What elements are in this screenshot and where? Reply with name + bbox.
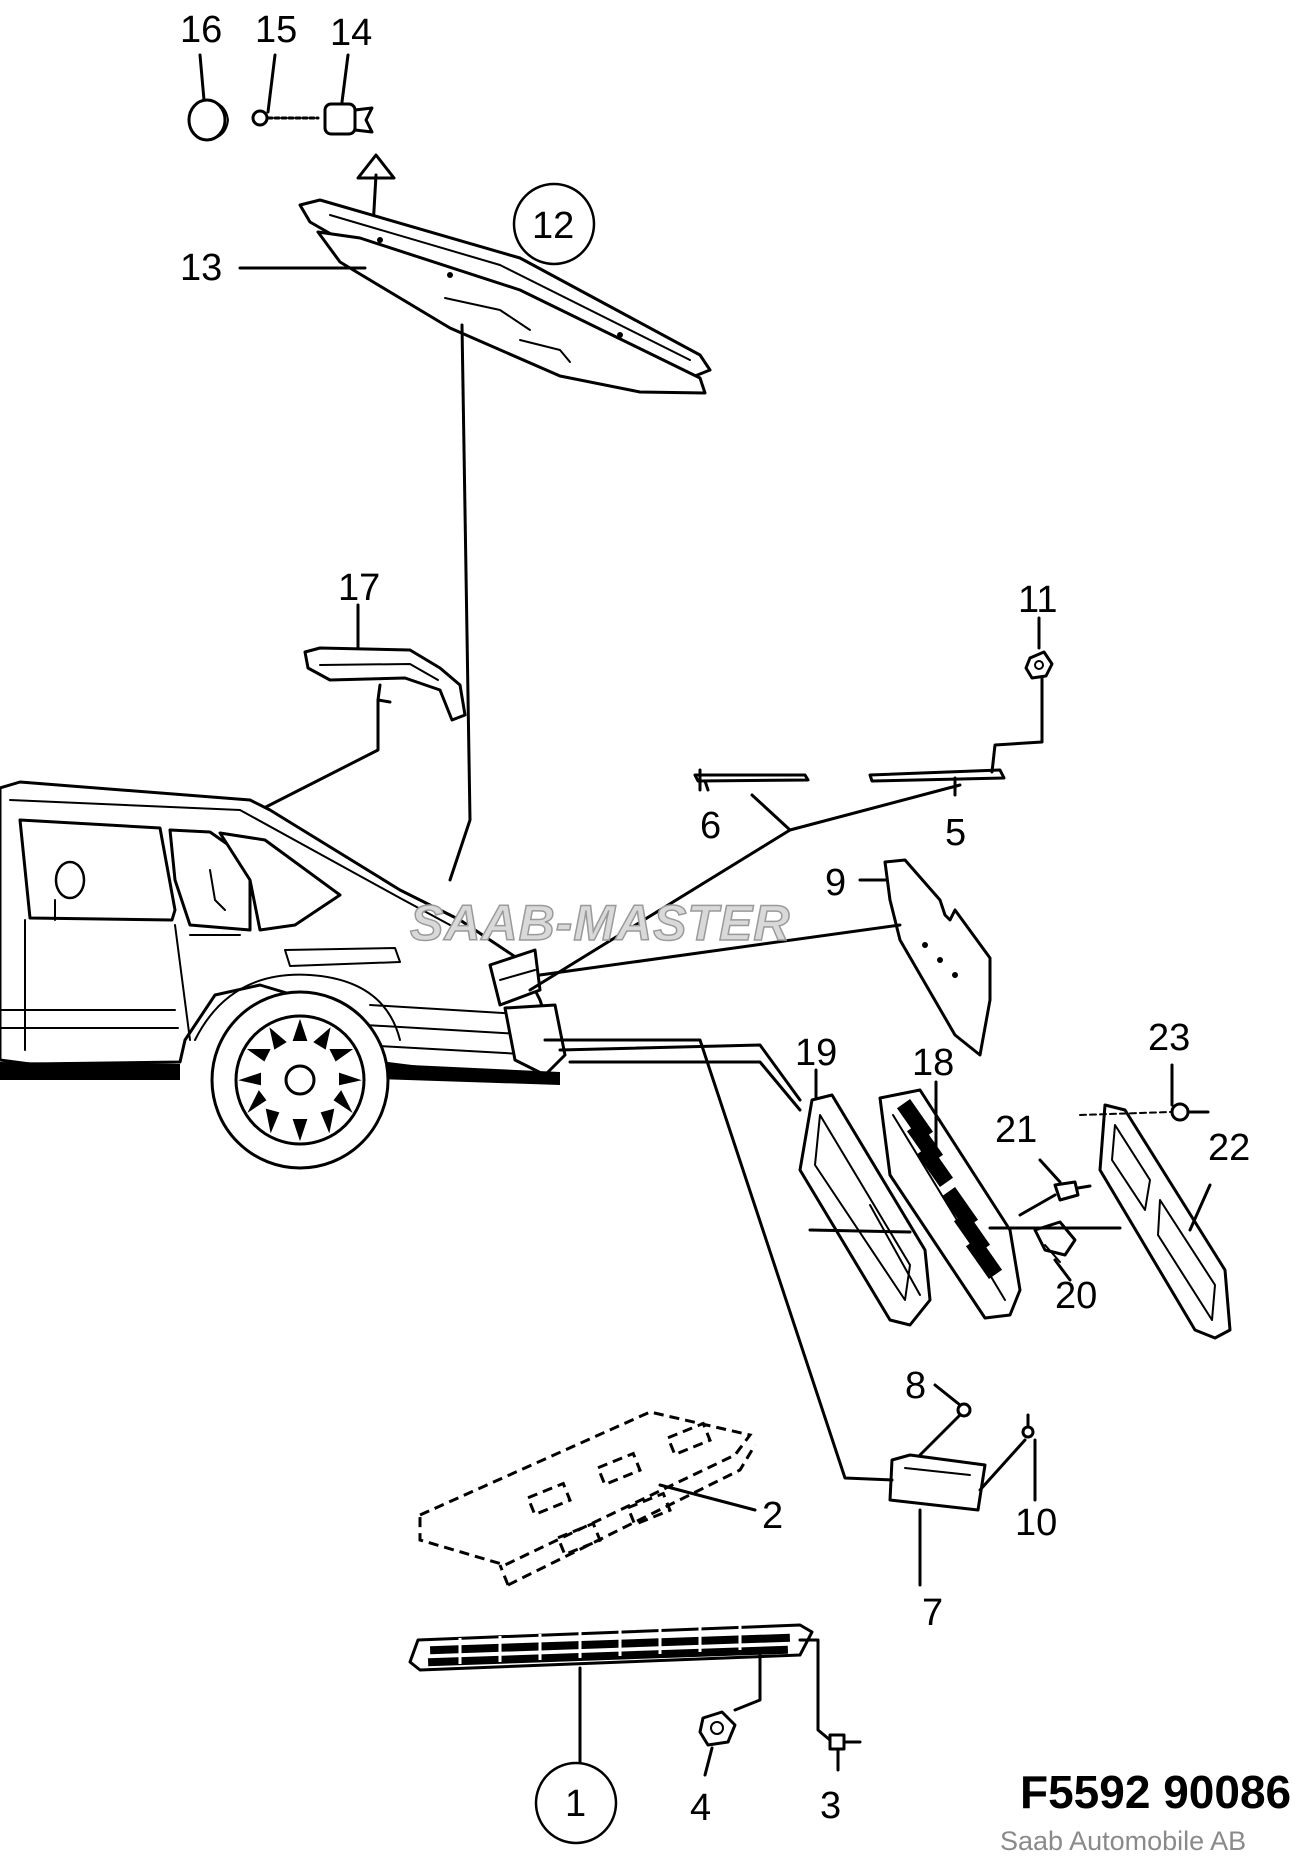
callout-11: 11 [1018,579,1057,621]
callout-2: 2 [762,1495,783,1537]
part-19-gasket [798,1093,932,1327]
part-17-bracket [303,646,467,722]
part-11-nut [1024,650,1054,680]
part-9-panel [883,858,992,1057]
car-body [0,780,567,1170]
part-4-nut [698,1710,737,1747]
callout-10: 10 [1015,1502,1057,1544]
callout-3: 3 [820,1785,841,1827]
callout-16: 16 [180,9,222,51]
part-13-spoiler [298,198,712,395]
part-14-clip [323,102,374,136]
part-20-bulb-holder [1033,1220,1077,1263]
callout-12-circle [512,182,596,266]
part-16-cap [187,98,229,142]
part-3-screw [828,1733,862,1751]
diagram-code: F5592 90086 [1020,1766,1291,1818]
callout-14: 14 [330,12,372,54]
part-7-lamp [888,1453,987,1512]
watermark: SAAB-MASTER [410,895,790,951]
part-18-lamp-housing [878,1088,1022,1320]
part-21-screw [1053,1180,1092,1202]
callout-5: 5 [945,812,966,854]
callout-22: 22 [1208,1127,1250,1169]
callout-9: 9 [825,862,846,904]
copyright-text: Saab Automobile AB [1000,1826,1246,1856]
callout-20: 20 [1055,1275,1097,1317]
callout-12: 12 [532,205,574,247]
callout-6: 6 [700,805,721,847]
part-5-strip [868,768,1006,783]
callout-8: 8 [905,1365,926,1407]
callout-4: 4 [690,1787,711,1829]
callout-13: 13 [180,247,222,289]
part-10-screw [1021,1413,1035,1439]
part-8-screw [933,1383,972,1418]
callout-23: 23 [1148,1017,1190,1059]
callout-18: 18 [912,1042,954,1084]
callout-17: 17 [338,567,380,609]
callout-7: 7 [922,1592,943,1634]
callout-1: 1 [565,1783,586,1825]
part-22-lens [1098,1103,1232,1340]
callout-21: 21 [995,1109,1037,1151]
callout-19: 19 [795,1032,837,1074]
callout-1-circle [534,1761,618,1845]
part-23-screw [1079,1102,1210,1122]
part-1-license-plate [408,1623,814,1672]
part-6-strip [693,768,810,792]
part-2-plate-dashed [418,1410,757,1587]
part-15-screw [251,109,320,127]
callout-15: 15 [255,9,297,51]
